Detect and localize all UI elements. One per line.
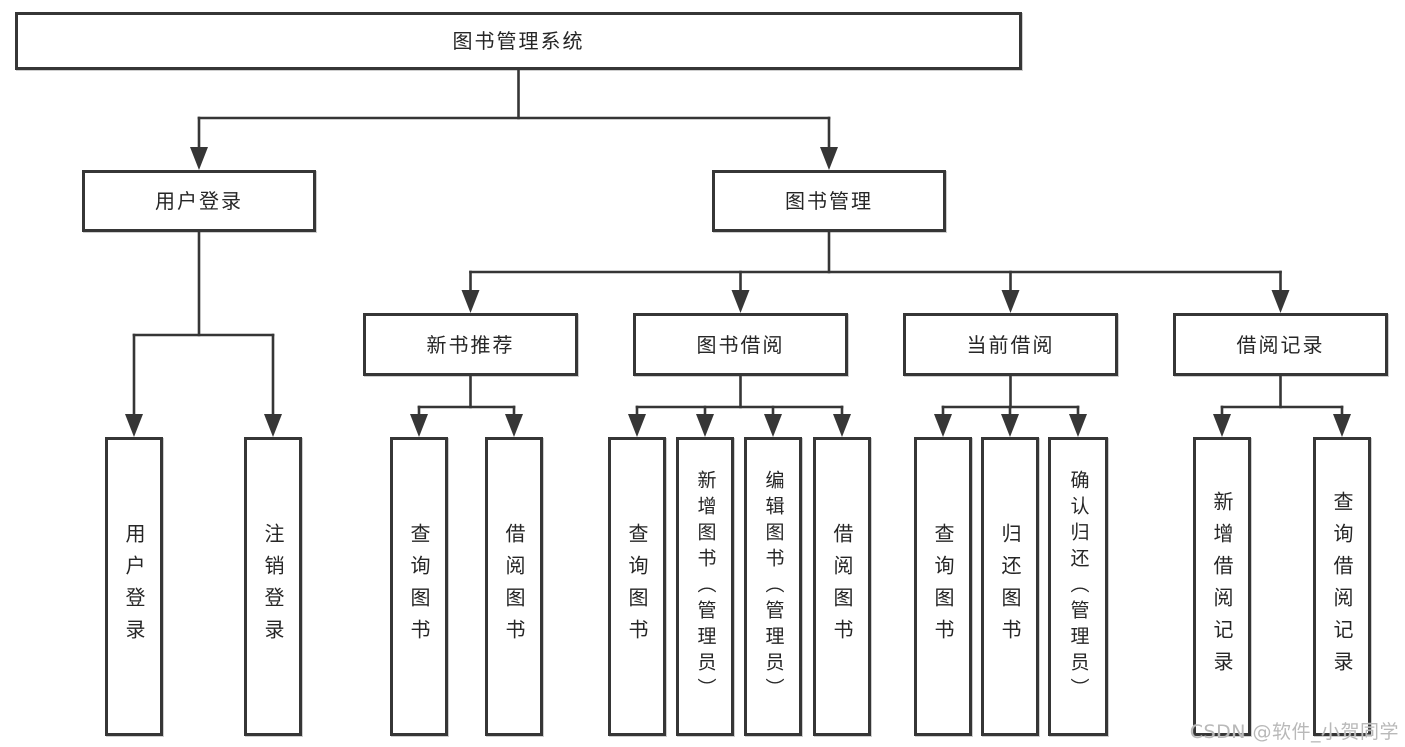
node-label-leaf-rec-borrow: 借阅图书	[502, 522, 526, 651]
node-leaf-rec-borrow: 借阅图书	[485, 437, 543, 736]
arrowhead-icon	[833, 414, 851, 437]
node-leaf-bb-borrow: 借阅图书	[813, 437, 871, 736]
arrowhead-icon	[1333, 414, 1351, 437]
arrowhead-icon	[264, 414, 282, 437]
node-label-leaf-logout: 注销登录	[261, 522, 285, 651]
node-label-leaf-bb-borrow: 借阅图书	[830, 522, 854, 651]
node-label-new-book-rec: 新书推荐	[426, 332, 515, 357]
node-leaf-logout: 注销登录	[244, 437, 302, 736]
node-label-book-mgmt: 图书管理	[785, 189, 873, 213]
watermark: CSDN @软件_小贺同学	[1189, 721, 1399, 743]
arrowhead-icon	[1069, 414, 1087, 437]
node-borrow-records: 借阅记录	[1173, 313, 1388, 376]
node-leaf-br-add: 新增借阅记录	[1193, 437, 1251, 736]
node-leaf-cb-return: 归还图书	[981, 437, 1039, 736]
arrowhead-icon	[1271, 290, 1290, 313]
node-label-leaf-rec-query: 查询图书	[407, 522, 431, 651]
arrowhead-icon	[934, 414, 952, 437]
arrowhead-icon	[1213, 414, 1231, 437]
node-leaf-bb-add: 新增图书（管理员）	[676, 437, 734, 736]
node-book-mgmt: 图书管理	[712, 170, 946, 232]
node-label-leaf-login: 用户登录	[122, 522, 146, 651]
node-leaf-bb-edit: 编辑图书（管理员）	[744, 437, 802, 736]
node-label-leaf-br-query: 查询借阅记录	[1330, 490, 1354, 683]
node-label-leaf-cb-return: 归还图书	[998, 522, 1022, 651]
node-label-leaf-bb-query: 查询图书	[625, 522, 649, 651]
node-label-book-borrow: 图书借阅	[696, 332, 785, 357]
arrowhead-icon	[125, 414, 143, 437]
node-label-current-borrow: 当前借阅	[966, 332, 1055, 357]
arrowhead-icon	[628, 414, 646, 437]
node-book-borrow: 图书借阅	[633, 313, 848, 376]
node-leaf-rec-query: 查询图书	[390, 437, 448, 736]
node-label-user-login: 用户登录	[155, 189, 243, 213]
arrowhead-icon	[731, 290, 750, 313]
arrowhead-icon	[764, 414, 782, 437]
node-label-leaf-bb-add: 新增图书（管理员）	[694, 469, 717, 704]
node-user-login: 用户登录	[82, 170, 316, 232]
node-leaf-login: 用户登录	[105, 437, 163, 736]
arrowhead-icon	[696, 414, 714, 437]
node-label-leaf-br-add: 新增借阅记录	[1210, 490, 1234, 683]
node-leaf-cb-query: 查询图书	[914, 437, 972, 736]
node-label-leaf-bb-edit: 编辑图书（管理员）	[762, 469, 785, 704]
arrowhead-icon	[1001, 414, 1019, 437]
arrowhead-icon	[505, 414, 523, 437]
node-new-book-rec: 新书推荐	[363, 313, 578, 376]
arrowhead-icon	[820, 147, 838, 170]
arrowhead-icon	[190, 147, 208, 170]
node-root: 图书管理系统	[15, 12, 1022, 70]
node-label-leaf-cb-confirm: 确认归还（管理员）	[1067, 469, 1090, 704]
node-leaf-br-query: 查询借阅记录	[1313, 437, 1371, 736]
node-label-leaf-cb-query: 查询图书	[931, 522, 955, 651]
arrowhead-icon	[461, 290, 480, 313]
node-leaf-cb-confirm: 确认归还（管理员）	[1048, 437, 1108, 736]
node-label-root: 图书管理系统	[452, 29, 585, 53]
node-current-borrow: 当前借阅	[903, 313, 1118, 376]
node-leaf-bb-query: 查询图书	[608, 437, 666, 736]
arrowhead-icon	[1001, 290, 1020, 313]
arrowhead-icon	[410, 414, 428, 437]
node-label-borrow-records: 借阅记录	[1236, 332, 1325, 357]
